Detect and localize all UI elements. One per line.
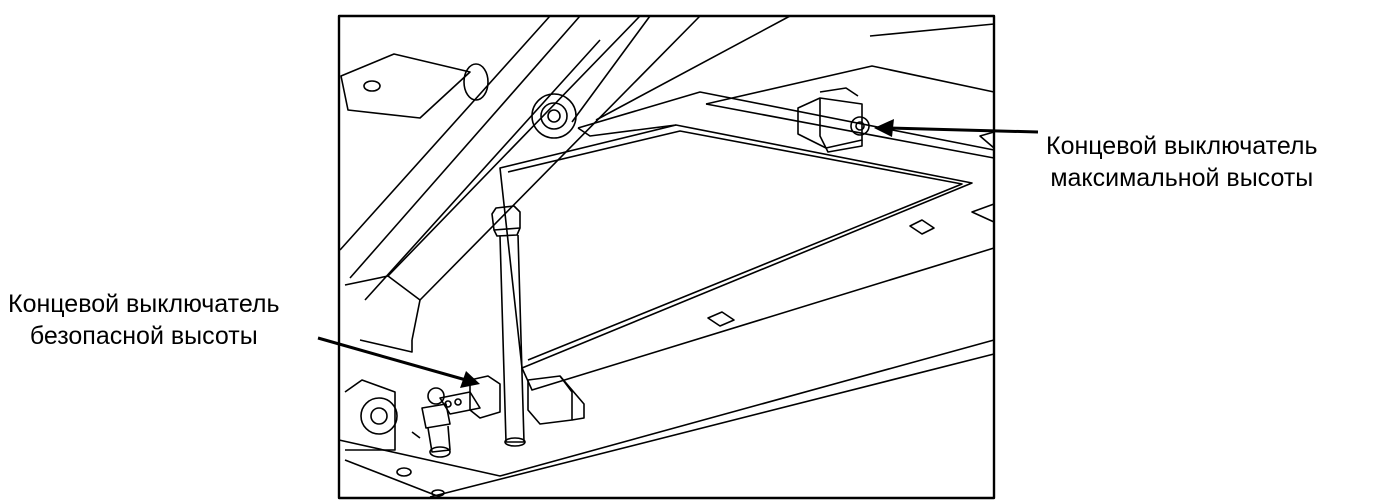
pivot-lower [344, 379, 398, 451]
label-safe-height-switch: Концевой выключатель безопасной высоты [8, 288, 280, 352]
lifting-arm [339, 15, 791, 353]
plate-opening [499, 124, 995, 391]
arrow-safe-height [317, 336, 480, 388]
label-max-line2: максимальной высоты [1050, 164, 1314, 192]
upper-left-bracket [340, 53, 489, 119]
label-safe-line2: безопасной высоты [29, 322, 258, 350]
pivot-upper [531, 93, 577, 139]
upper-platform [577, 23, 995, 223]
max-height-switch-drawing [797, 87, 870, 153]
label-max-height-switch: Концевой выключатель максимальной высоты [1046, 130, 1318, 194]
arrow-max-height [874, 119, 1039, 137]
base-plate [338, 339, 995, 498]
drawing-frame [337, 14, 996, 500]
label-safe-line1: Концевой выключатель [8, 290, 280, 318]
plate-clips [707, 219, 935, 327]
safe-height-switch-drawing [411, 375, 585, 458]
vertical-rod [491, 205, 526, 447]
label-max-line1: Концевой выключатель [1046, 132, 1318, 160]
